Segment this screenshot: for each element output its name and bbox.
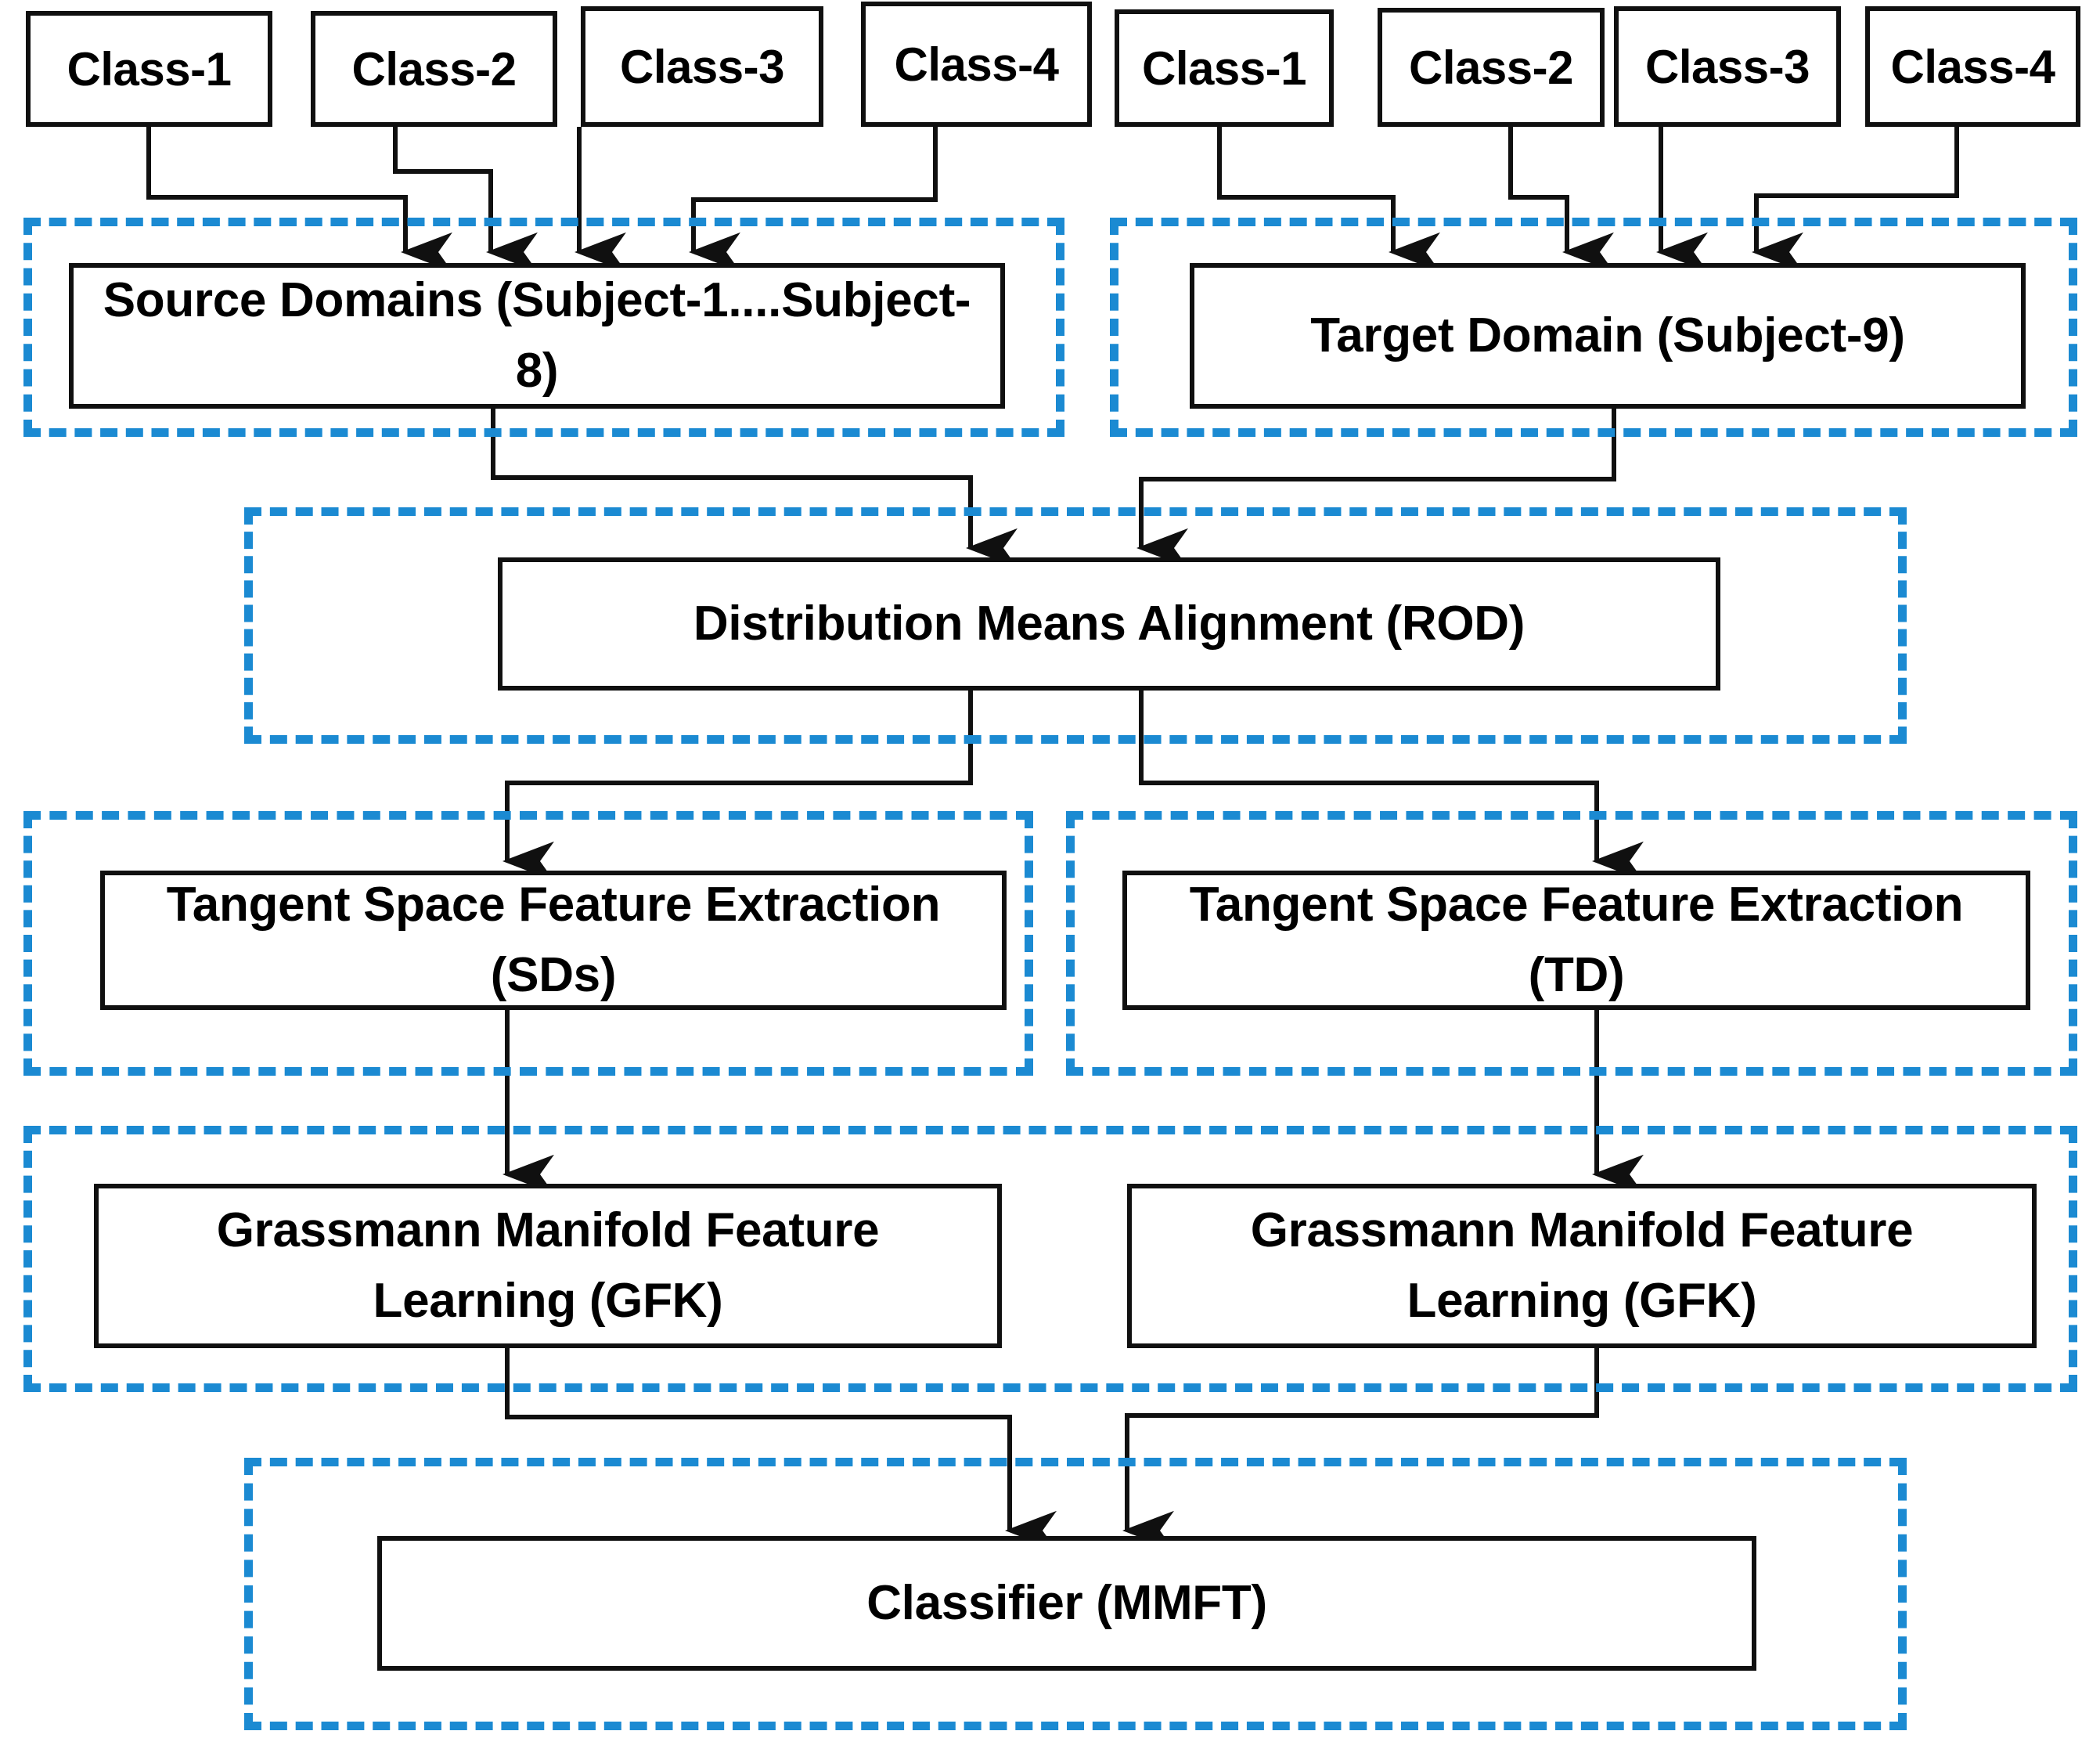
stage-distribution-means-alignment[interactable]: Distribution Means Alignment (ROD) xyxy=(498,557,1720,691)
stage-gfk-target[interactable]: Grassmann Manifold Feature Learning (GFK… xyxy=(1127,1184,2037,1348)
stage-source-domains[interactable]: Source Domains (Subject-1....Subject-8) xyxy=(69,263,1005,409)
class-box-label: Class-2 xyxy=(1409,41,1573,94)
stage-label: Source Domains (Subject-1....Subject-8) xyxy=(103,273,971,398)
stage-label: Target Domain (Subject-9) xyxy=(1310,308,1905,363)
stage-tangent-space-target[interactable]: Tangent Space Feature Extraction (TD) xyxy=(1122,871,2030,1010)
group-classifier xyxy=(244,1458,1907,1730)
class-box-source-4[interactable]: Class-4 xyxy=(861,2,1092,127)
class-box-label: Class-3 xyxy=(620,40,784,93)
class-box-label: Class-1 xyxy=(1142,41,1306,95)
class-box-target-3[interactable]: Class-3 xyxy=(1614,6,1841,127)
stage-classifier[interactable]: Classifier (MMFT) xyxy=(377,1536,1756,1671)
stage-label: Distribution Means Alignment (ROD) xyxy=(693,597,1525,651)
group-gfk xyxy=(23,1126,2077,1392)
stage-label: Tangent Space Feature Extraction (TD) xyxy=(1189,878,1964,1002)
group-distribution-alignment xyxy=(244,507,1907,744)
class-box-target-4[interactable]: Class-4 xyxy=(1865,6,2080,127)
class-box-label: Class-2 xyxy=(351,42,517,96)
stage-label: Grassmann Manifold Feature Learning (GFK… xyxy=(1250,1203,1914,1328)
stage-gfk-source[interactable]: Grassmann Manifold Feature Learning (GFK… xyxy=(94,1184,1002,1348)
stage-label: Grassmann Manifold Feature Learning (GFK… xyxy=(216,1203,880,1328)
stage-target-domain[interactable]: Target Domain (Subject-9) xyxy=(1190,263,2026,409)
stage-label: Classifier (MMFT) xyxy=(866,1576,1267,1631)
stage-tangent-space-source[interactable]: Tangent Space Feature Extraction (SDs) xyxy=(100,871,1007,1010)
class-box-target-2[interactable]: Class-2 xyxy=(1378,8,1605,127)
class-box-label: Class-3 xyxy=(1645,40,1810,93)
class-box-source-3[interactable]: Class-3 xyxy=(581,6,823,127)
class-box-target-1[interactable]: Class-1 xyxy=(1115,9,1334,127)
class-box-source-1[interactable]: Class-1 xyxy=(26,11,272,127)
class-box-label: Class-4 xyxy=(894,38,1059,91)
class-box-label: Class-4 xyxy=(1890,40,2055,93)
class-box-label: Class-1 xyxy=(67,42,232,96)
class-box-source-2[interactable]: Class-2 xyxy=(311,11,557,127)
stage-label: Tangent Space Feature Extraction (SDs) xyxy=(166,878,941,1002)
